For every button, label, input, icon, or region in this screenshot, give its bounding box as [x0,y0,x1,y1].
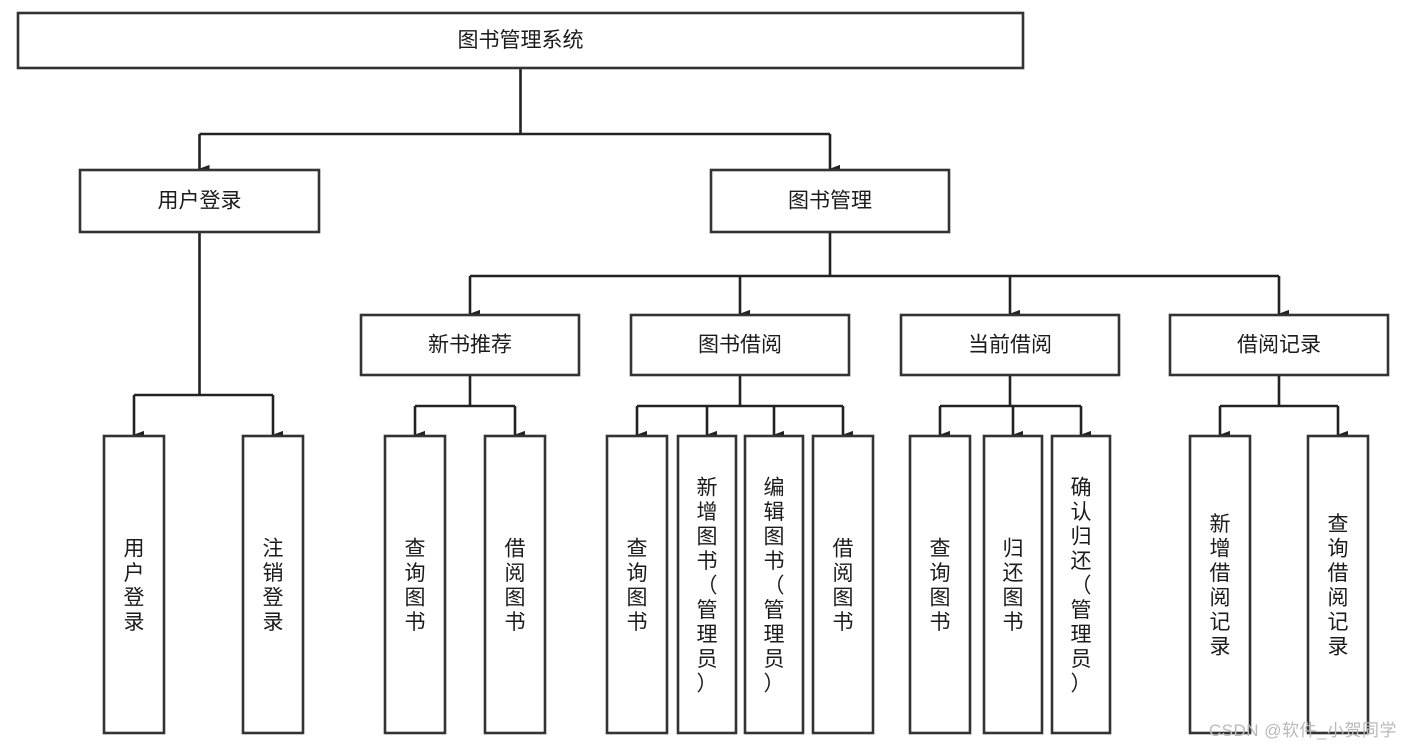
node-label: 图书管理 [788,190,872,213]
node-label: 借阅图书 [833,538,854,635]
node-root[interactable]: 图书管理系统 [16,11,1025,70]
node-label: 借阅图书 [505,538,526,635]
node-rect [1168,313,1390,377]
node-rect [899,313,1121,377]
node-rect [709,168,951,234]
connector-current-borrow-to-leaves [938,375,1091,440]
leaf-leaf-user-login[interactable]: 用户登录 [102,434,166,735]
node-label: 用户登录 [124,538,145,635]
node-rect [16,11,1025,70]
leaf-leaf-edit-book-admin[interactable]: 编辑图书（管理员） [743,434,805,735]
leaf-leaf-user-logout[interactable]: 注销登录 [241,434,305,735]
leaf-leaf-borrow-book[interactable]: 借阅图书 [811,434,875,735]
leaf-leaf-borrow-book-rec[interactable]: 借阅图书 [483,434,547,735]
leaf-leaf-query-book-borrow[interactable]: 查询图书 [605,434,669,735]
node-rect [1306,434,1370,735]
node-rect [676,434,738,735]
node-rect [1188,434,1252,735]
node-label: 借阅记录 [1237,334,1321,357]
leaf-leaf-add-borrow-record[interactable]: 新增借阅记录 [1188,434,1252,735]
node-label: 编辑图书（管理员） [764,476,785,695]
node-label: 归还图书 [1003,538,1024,635]
node-rect [1050,434,1112,735]
leaf-leaf-confirm-return-admin[interactable]: 确认归还（管理员） [1050,434,1112,735]
node-rect [78,168,321,234]
connector-book-borrow-to-leaves [635,375,853,440]
node-current-borrow[interactable]: 当前借阅 [899,313,1121,377]
connector-new-book-recommend-to-leaves [413,375,525,440]
node-rect [383,434,447,735]
node-book-manage[interactable]: 图书管理 [709,168,951,234]
node-label: 当前借阅 [968,334,1052,357]
node-rect [483,434,547,735]
leaf-leaf-query-book-current[interactable]: 查询图书 [908,434,972,735]
node-rect [241,434,305,735]
node-label: 新书推荐 [428,334,512,357]
node-label: 查询图书 [930,538,951,635]
node-user-login[interactable]: 用户登录 [78,168,321,234]
node-label: 查询借阅记录 [1328,513,1349,659]
connector-root-to-level2 [198,68,840,174]
leaf-leaf-query-borrow-record[interactable]: 查询借阅记录 [1306,434,1370,735]
node-layer: 图书管理系统用户登录图书管理新书推荐图书借阅当前借阅借阅记录用户登录注销登录查询… [16,11,1390,735]
leaf-leaf-query-book-rec[interactable]: 查询图书 [383,434,447,735]
node-rect [908,434,972,735]
node-rect [811,434,875,735]
node-rect [982,434,1044,735]
node-label: 查询图书 [627,538,648,635]
connector-user-login-to-leaves [132,232,283,440]
node-label: 确认归还（管理员） [1071,476,1092,695]
node-new-book-recommend[interactable]: 新书推荐 [359,313,581,377]
node-label: 注销登录 [263,538,284,635]
node-rect [359,313,581,377]
node-label: 图书借阅 [698,334,782,357]
leaf-leaf-return-book[interactable]: 归还图书 [982,434,1044,735]
node-label: 图书管理系统 [458,29,584,52]
node-rect [743,434,805,735]
node-rect [629,313,851,377]
node-label: 新增借阅记录 [1210,513,1231,659]
node-label: 查询图书 [405,538,426,635]
connector-book-manage-to-level3 [468,232,1289,319]
leaf-leaf-add-book-admin[interactable]: 新增图书（管理员） [676,434,738,735]
connector-borrow-record-to-leaves [1218,375,1348,440]
node-label: 用户登录 [158,190,242,213]
node-rect [102,434,166,735]
node-label: 新增图书（管理员） [697,476,718,695]
connector-layer [132,68,1348,440]
node-book-borrow[interactable]: 图书借阅 [629,313,851,377]
node-rect [605,434,669,735]
node-borrow-record[interactable]: 借阅记录 [1168,313,1390,377]
